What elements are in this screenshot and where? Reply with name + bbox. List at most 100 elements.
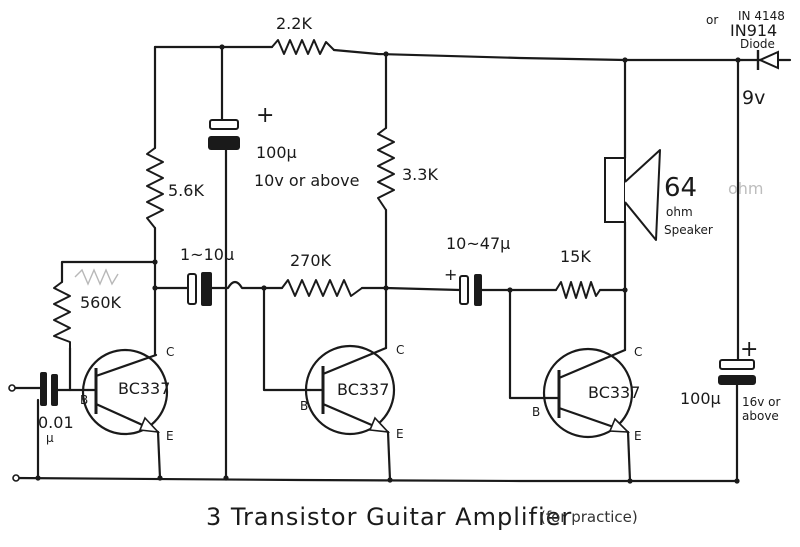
label-c-decouple-plus: + — [256, 103, 274, 128]
capacitor-coupling-2 — [459, 274, 482, 306]
junction-feedback — [152, 259, 158, 265]
capacitor-coupling-1 — [187, 272, 212, 306]
transistor-3-b-label: B — [532, 405, 540, 419]
base2-feed — [262, 286, 312, 392]
transistor-3-body — [542, 347, 634, 439]
collector2-to-cap2 — [384, 286, 462, 292]
label-c-supply-rating-2: above — [742, 409, 779, 423]
junction-top-left — [219, 44, 225, 50]
transistor-2-e-label: E — [396, 427, 404, 441]
label-c-supply-rating-1: 16v or — [742, 395, 781, 409]
transistor-2 — [304, 344, 396, 436]
transistor-1-b-label: B — [80, 393, 88, 407]
label-diode-1: IN 4148 — [738, 9, 785, 23]
emitter2-ground — [386, 430, 392, 482]
label-speaker-word: Speaker — [664, 223, 713, 237]
input-terminals — [8, 384, 20, 482]
label-c-supply-plus: + — [740, 337, 758, 362]
diode-triangle — [757, 50, 779, 70]
label-diode-word: Diode — [740, 37, 775, 51]
label-c-decouple-rating: 10v or above — [254, 171, 359, 190]
junction-supply — [735, 57, 741, 63]
transistor-3 — [542, 347, 634, 439]
label-r-bias2: 270K — [290, 251, 332, 270]
diode — [756, 50, 779, 70]
transistor-1-e-label: E — [166, 429, 174, 443]
transistor-3-collector — [557, 348, 627, 380]
label-c-supply: 100µ — [680, 389, 721, 408]
junction-ground-5 — [627, 478, 633, 484]
junction-speaker — [622, 287, 628, 293]
transistor-2-body — [304, 344, 396, 436]
title-block: 3 Transistor Guitar Amplifier (for pract… — [206, 503, 638, 531]
label-diode-2: IN914 — [730, 21, 777, 40]
junction-ground-3 — [223, 475, 229, 481]
resistor-560k-faint-trace — [74, 268, 119, 286]
transistor-1 — [81, 348, 169, 436]
label-c-couple2: 10~47µ — [446, 234, 510, 253]
resistors — [53, 39, 601, 348]
capacitor-decouple — [208, 119, 240, 150]
input-terminal-ground — [12, 474, 20, 482]
label-supply: 9v — [742, 87, 765, 109]
capacitor-input — [40, 372, 58, 406]
resistor-270k — [281, 279, 363, 297]
transistor-2-b-label: B — [300, 399, 308, 413]
diagram-title: 3 Transistor Guitar Amplifier — [206, 503, 572, 531]
junction-base2 — [261, 285, 267, 291]
label-r-bias3: 15K — [560, 247, 591, 266]
emitter1-ground — [156, 430, 162, 480]
resistor-5-6k — [146, 147, 164, 229]
base3-feed — [508, 288, 547, 400]
junction-ground-6 — [734, 478, 740, 484]
label-speaker-value-faint: ohm — [728, 179, 764, 198]
label-r-bias1: 5.6K — [168, 181, 204, 200]
transistor-1-emitter-arrow — [138, 416, 161, 434]
junction-top-mid — [383, 51, 389, 57]
input-terminal-signal — [8, 384, 16, 392]
transistor-2-emitter-arrow — [368, 416, 391, 434]
label-c-input-unit: µ — [46, 431, 54, 445]
resistor-2-2k — [271, 39, 335, 55]
junction-top-right — [622, 57, 628, 63]
transistor-3-e-label: E — [634, 429, 642, 443]
label-r-feedback: 560K — [80, 293, 122, 312]
junction-ground-4 — [387, 477, 393, 483]
label-speaker-value: 64 — [664, 173, 697, 203]
speaker-magnet — [604, 157, 626, 223]
transistor-1-c-label: C — [166, 345, 174, 359]
label-speaker-unit: ohm — [666, 205, 693, 219]
capacitor-supply — [718, 359, 756, 385]
cap1-to-r270 — [210, 280, 284, 290]
transistor-2-c-label: C — [396, 343, 404, 357]
transistor-3-part: BC337 — [588, 383, 640, 402]
diagram-subtitle: (for practice) — [540, 508, 638, 526]
junction-base3 — [507, 287, 513, 293]
transistor-1-part: BC337 — [118, 379, 170, 398]
capacitors — [40, 119, 756, 406]
junction-ground-1 — [35, 475, 41, 481]
label-diode-or: or — [706, 13, 718, 27]
transistor-2-part: BC337 — [337, 380, 389, 399]
wires — [8, 45, 792, 483]
emitter3-ground — [626, 430, 632, 483]
label-c-couple2-plus: + — [444, 265, 457, 284]
label-c-input: 0.01 — [38, 413, 74, 432]
junction-collector2 — [383, 285, 389, 291]
top-rail-right — [332, 48, 744, 62]
resistor-3-3k — [377, 127, 395, 211]
feedback-wire — [60, 260, 157, 392]
label-c-decouple: 100µ — [256, 143, 297, 162]
junction-collector1 — [152, 285, 158, 291]
transistor-2-collector — [321, 346, 388, 376]
transistor-3-c-label: C — [634, 345, 642, 359]
labels: 2.2K 5.6K 560K + 100µ 10v or above 3.3K … — [38, 9, 785, 445]
speaker-cone — [624, 149, 661, 241]
transistor-1-collector — [94, 353, 158, 378]
label-r-collector2: 3.3K — [402, 165, 438, 184]
label-r-top: 2.2K — [276, 14, 312, 33]
transistor-3-emitter-arrow — [608, 417, 631, 433]
junction-ground-2 — [157, 475, 163, 481]
label-c-couple1: 1~10µ — [180, 245, 234, 264]
